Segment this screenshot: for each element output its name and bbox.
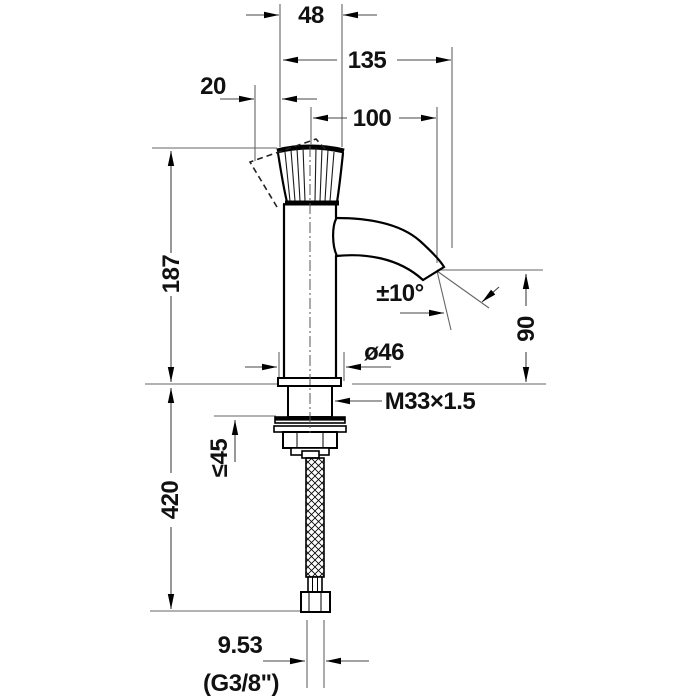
dim-187-label: 187	[158, 255, 185, 294]
dim-hose-od-label: 9.53	[218, 632, 263, 659]
dim-90-label: 90	[513, 316, 540, 342]
dim-20-label: 20	[200, 73, 226, 100]
dim-135-label: 135	[348, 47, 387, 74]
dim-angle-label: ±10°	[376, 280, 423, 307]
dim-hose-thread-label: (G3/8")	[203, 670, 279, 697]
hose-hex-nut	[300, 591, 331, 613]
hose-ferrule	[301, 450, 320, 459]
dim-100-label: 100	[353, 105, 392, 132]
dim-420-label: 420	[157, 481, 184, 520]
dimension-labels: 48 135 20 100 187 ±10° 90 ø46 M33×1.5 ≤4…	[157, 2, 540, 697]
faucet-outline	[273, 144, 446, 613]
spout-root-fillet	[332, 217, 339, 258]
mounting-nut	[282, 431, 338, 449]
dim-48-label: 48	[298, 2, 324, 29]
dimension-lines	[167, 11, 530, 665]
braided-hose	[305, 457, 325, 578]
threaded-shank	[287, 385, 333, 418]
dim-dia46-label: ø46	[364, 339, 404, 366]
hose-neck	[307, 576, 323, 593]
dim-max45-label: ≤45	[206, 439, 233, 478]
spout	[334, 216, 446, 282]
handle-flutes	[284, 147, 335, 202]
dim-thread-label: M33×1.5	[385, 388, 476, 415]
extension-lines	[145, 4, 546, 688]
